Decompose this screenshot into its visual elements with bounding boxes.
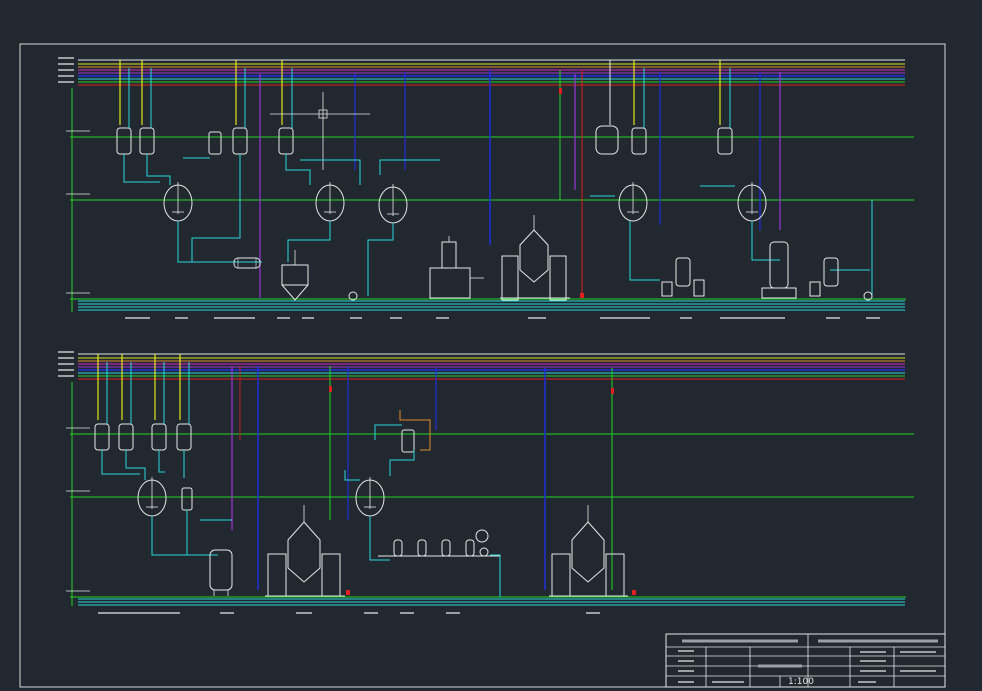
top-header-pipes	[78, 59, 905, 86]
crystallizer	[429, 236, 484, 299]
measuring-tank	[717, 127, 733, 155]
measuring-tank	[278, 127, 294, 155]
measuring-tank	[139, 127, 155, 155]
top-pumps	[348, 291, 873, 301]
top-pipe-legend	[58, 57, 74, 83]
condenser	[208, 131, 222, 155]
bottom-gas-cylinders	[378, 529, 500, 557]
top-reactors	[163, 182, 767, 224]
bottom-header-pipes	[78, 353, 905, 380]
bottom-reactors	[137, 477, 385, 517]
measuring-tank	[116, 127, 132, 155]
pump-icon	[863, 291, 873, 301]
title-block: 1:100	[665, 633, 946, 688]
measuring-tank	[631, 127, 647, 155]
double-cone-dryer-top	[500, 215, 570, 301]
measuring-tank	[176, 423, 192, 451]
double-cone-dryer-bottom-1	[265, 505, 345, 597]
bottom-elevation-lines	[66, 382, 914, 606]
separator	[181, 487, 193, 511]
top-valves	[559, 88, 584, 298]
drawing-frame	[19, 43, 946, 688]
measuring-tank	[94, 423, 110, 451]
double-cone-dryer-bottom-2	[549, 505, 628, 597]
crosshair-marker	[270, 92, 370, 170]
measuring-tank	[151, 423, 167, 451]
bottom-pipe-legend	[58, 351, 74, 377]
bottom-process-piping	[101, 424, 501, 597]
top-floor-pipes	[78, 300, 905, 311]
receiver-tank	[595, 125, 619, 155]
bottom-valves	[329, 386, 636, 595]
bottom-floor-pipes	[78, 598, 905, 606]
bottom-section	[58, 351, 914, 614]
top-elevation-lines	[66, 88, 914, 312]
top-measuring-tanks	[116, 125, 733, 155]
top-section	[58, 57, 914, 319]
pump-icon	[348, 291, 358, 301]
top-right-vessels	[661, 241, 839, 299]
bottom-storage-tank	[209, 549, 233, 596]
condenser	[401, 429, 415, 453]
bottom-orange-line	[399, 410, 431, 451]
scale-label: 1:100	[788, 677, 814, 687]
heat-exchanger	[233, 257, 261, 269]
measuring-tank	[118, 423, 134, 451]
measuring-tank	[232, 127, 248, 155]
top-process-piping	[123, 154, 870, 296]
filter-separator	[281, 250, 309, 301]
